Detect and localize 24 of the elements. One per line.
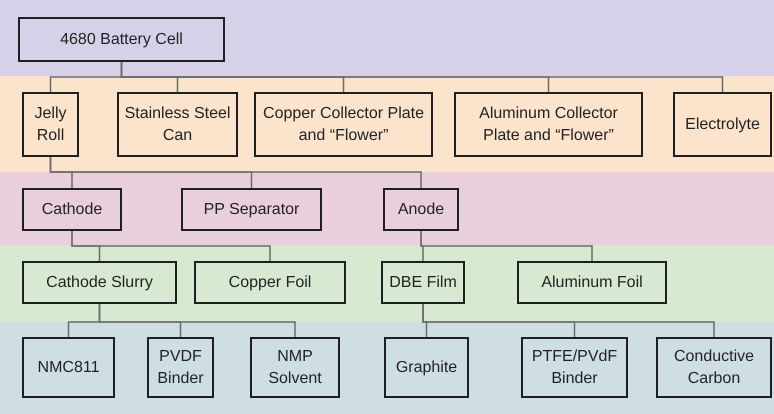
- component-box: Jelly Roll: [22, 92, 79, 157]
- component-box: NMC811: [22, 337, 115, 398]
- component-box: PVDF Binder: [147, 337, 214, 398]
- component-box: Stainless Steel Can: [117, 92, 238, 157]
- component-box: NMP Solvent: [250, 337, 340, 398]
- component-box: Anode: [383, 188, 459, 231]
- component-box: Cathode Slurry: [22, 261, 177, 304]
- component-box: Aluminum Foil: [517, 261, 667, 304]
- component-box: Copper Collector Plate and “Flower”: [254, 92, 433, 157]
- connector: [422, 304, 715, 337]
- component-box: 4680 Battery Cell: [18, 17, 225, 62]
- component-box: Copper Foil: [194, 261, 346, 304]
- component-box: Aluminum Collector Plate and “Flower”: [454, 92, 643, 157]
- component-box: Conductive Carbon: [656, 337, 772, 398]
- connector: [420, 231, 593, 261]
- component-box: PTFE/PVdF Binder: [521, 337, 628, 398]
- connector: [50, 157, 422, 188]
- component-box: Graphite: [384, 337, 469, 398]
- component-box: DBE Film: [381, 261, 465, 304]
- connector: [98, 304, 296, 337]
- component-box: Cathode: [22, 188, 122, 231]
- component-box: Electrolyte: [673, 92, 772, 157]
- component-box: PP Separator: [181, 188, 322, 231]
- connector: [71, 231, 271, 261]
